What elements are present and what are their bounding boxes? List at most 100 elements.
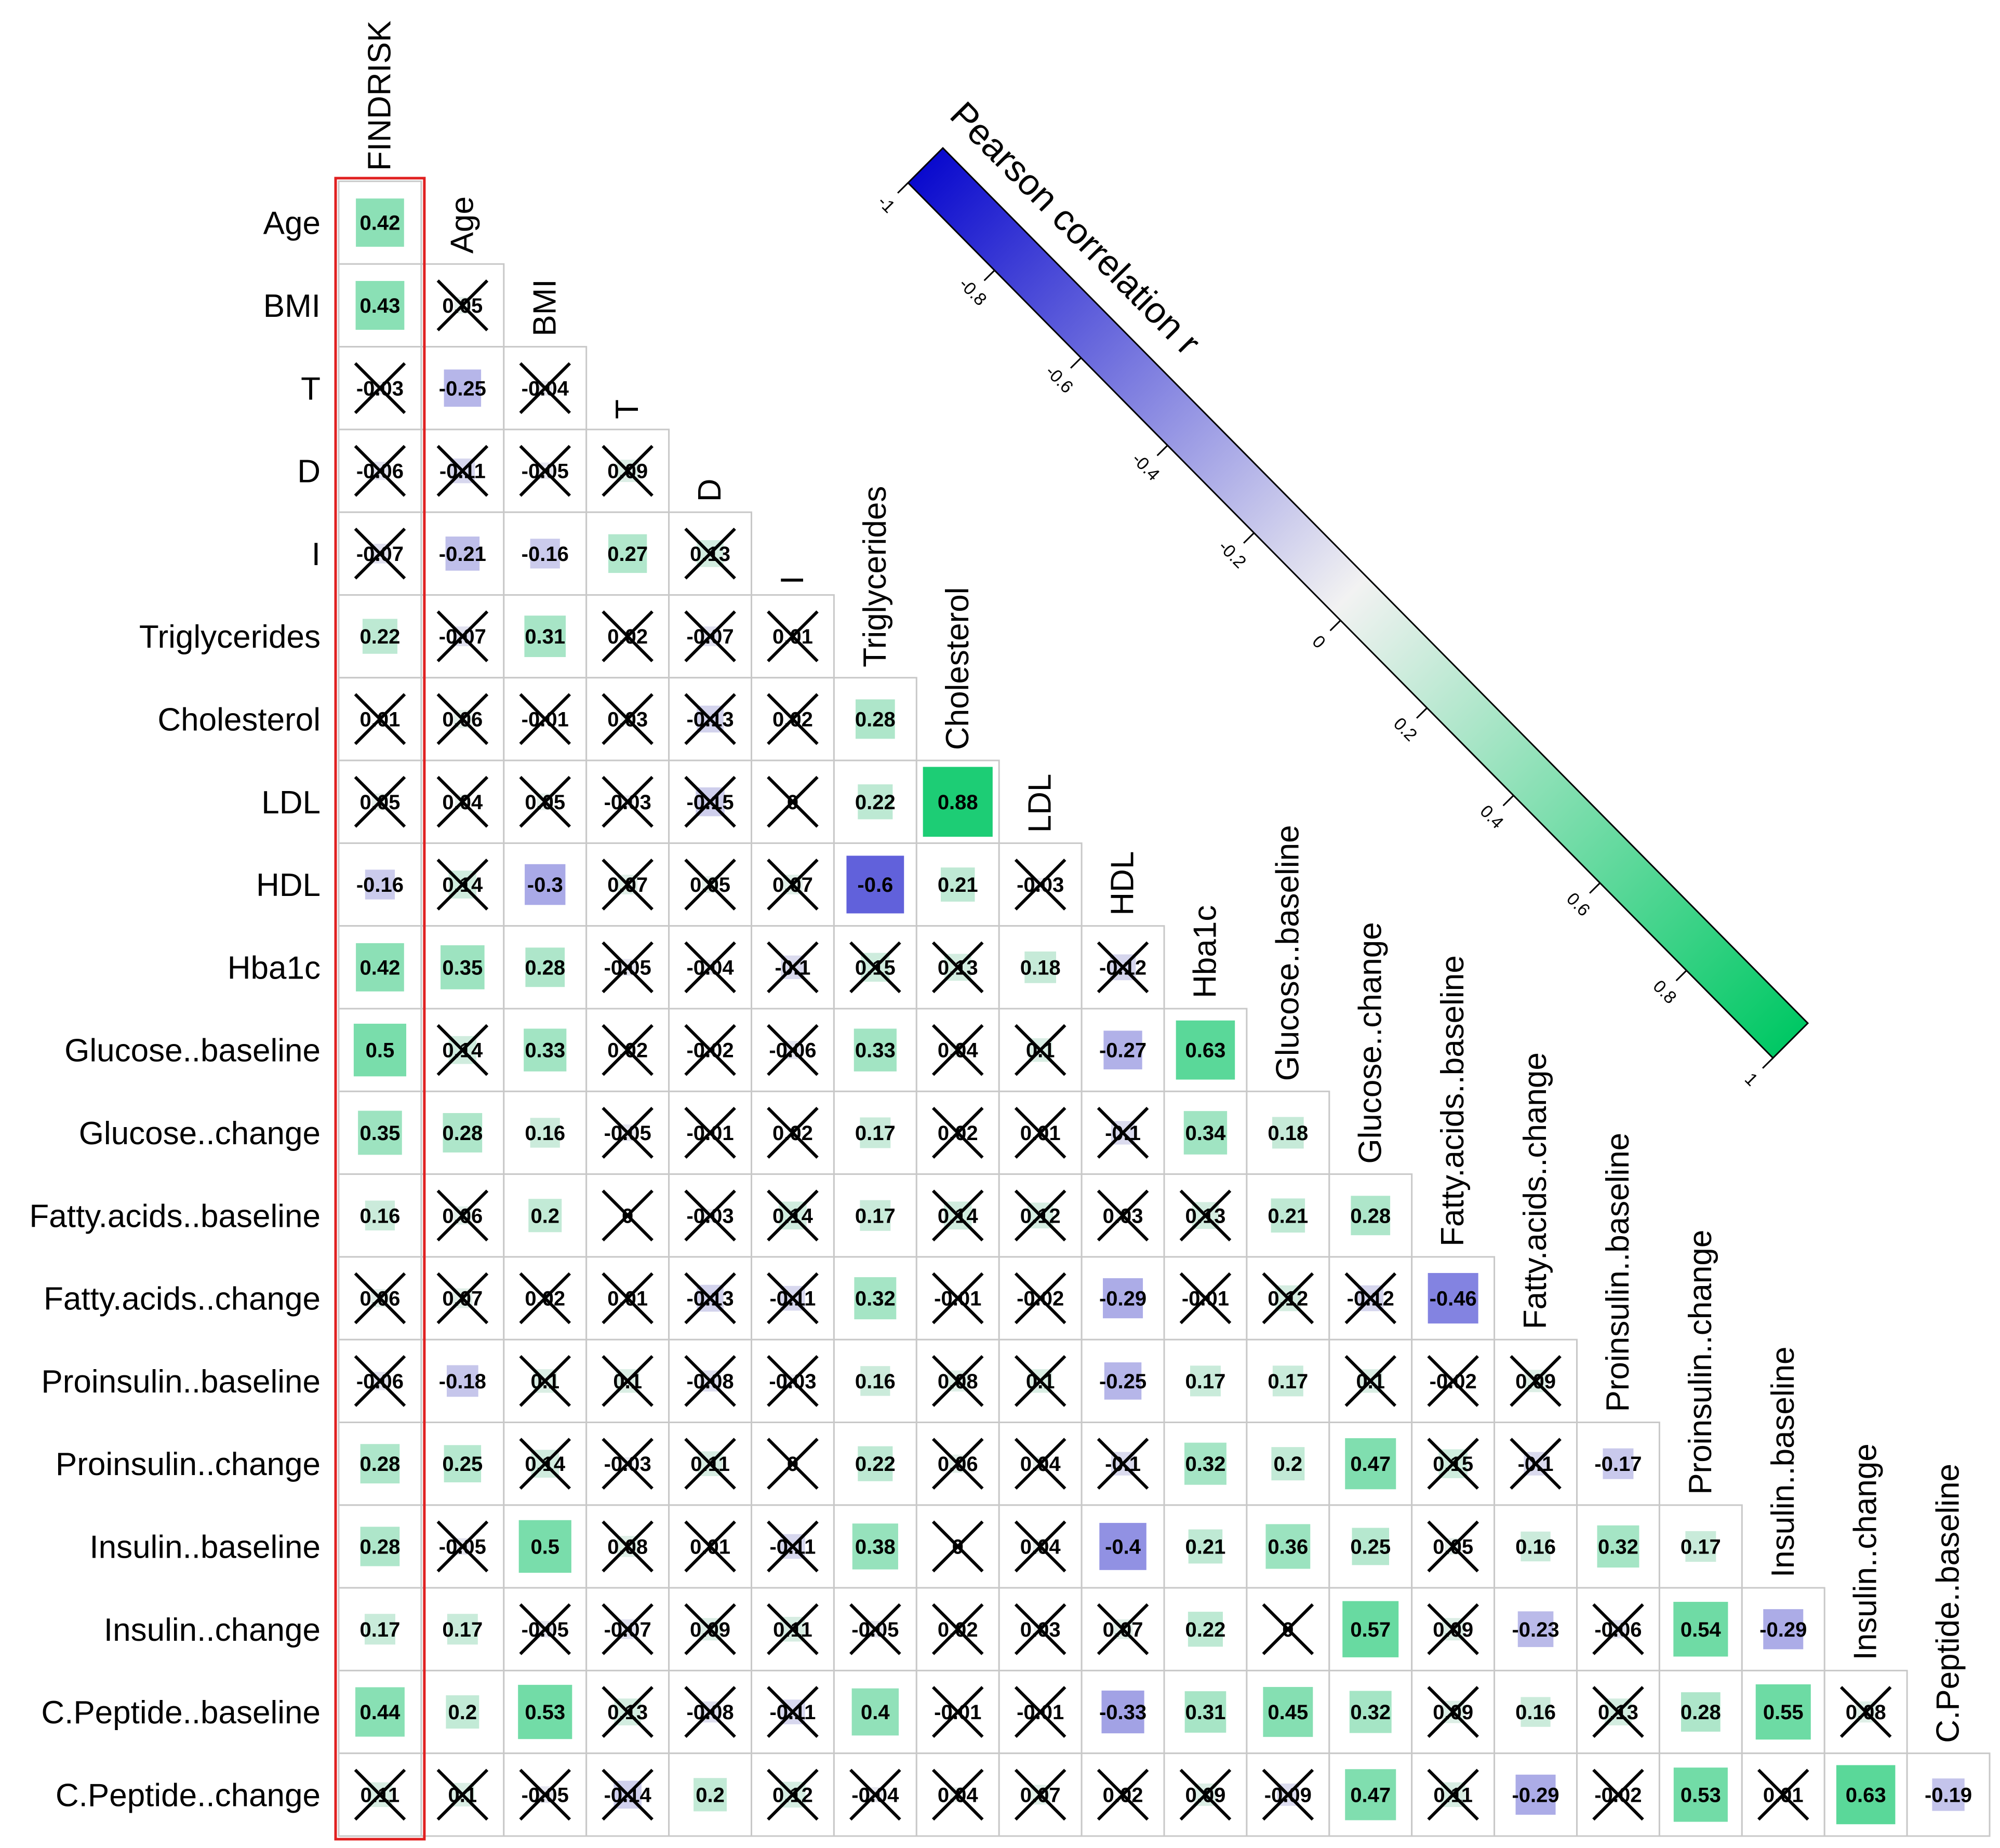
cross-mark <box>767 693 819 745</box>
cell-border <box>1576 1587 1660 1671</box>
cell-square <box>443 1113 483 1153</box>
col-label-triglycerides: Triglycerides <box>857 486 893 667</box>
cell-hdl-cholesterol: 0.21 <box>915 842 1000 927</box>
row-label-glucose-change: Glucose..change <box>79 1116 321 1151</box>
cell-c-peptide-baseline-bmi: 0.53 <box>503 1669 588 1755</box>
cell-triglycerides-age: -0.07 <box>420 594 505 679</box>
cell-proinsulin-baseline-glucose-change: 0.1 <box>1328 1338 1413 1423</box>
cell-border <box>833 759 917 844</box>
row-label-i: I <box>312 537 321 572</box>
cell-fatty-acids-baseline-age: 0.06 <box>420 1173 505 1258</box>
cross-mark <box>684 1520 736 1573</box>
cross-mark <box>931 1520 984 1573</box>
cell-value: 0.28 <box>855 708 896 731</box>
col-label-age: Age <box>444 196 480 253</box>
cell-value: 0.32 <box>1185 1453 1226 1476</box>
cell-hdl-findrisk: -0.16 <box>338 842 422 927</box>
cell-insulin-change-triglycerides: -0.05 <box>833 1587 917 1671</box>
cell-square <box>694 1778 727 1812</box>
cell-proinsulin-baseline-hdl: -0.25 <box>1081 1338 1165 1423</box>
colorbar-tick-label: 0 <box>1308 632 1329 652</box>
cell-fatty-acids-baseline-t: 0 <box>585 1173 670 1258</box>
cell-cholesterol-d: -0.13 <box>668 677 752 761</box>
cell-insulin-change-glucose-baseline: 0 <box>1246 1587 1330 1671</box>
cell-insulin-baseline-hba1c: 0.21 <box>1163 1504 1248 1589</box>
col-label-glucose-change: Glucose..change <box>1352 922 1388 1163</box>
cell-value: -0.3 <box>527 874 563 896</box>
colorbar-tick-label: 0.6 <box>1563 889 1594 920</box>
cell-proinsulin-change-cholesterol: 0.06 <box>915 1422 1000 1506</box>
cross-mark <box>1427 1355 1479 1407</box>
cell-value: 0.47 <box>1350 1453 1391 1476</box>
cell-square <box>854 1277 897 1320</box>
cell-c-peptide-change-hdl: 0.02 <box>1081 1752 1165 1837</box>
cross-mark <box>767 1355 819 1407</box>
cell-proinsulin-change-i: 0 <box>751 1422 835 1506</box>
cell-proinsulin-baseline-glucose-baseline: 0.17 <box>1246 1338 1330 1423</box>
cell-square <box>1103 1030 1142 1069</box>
cell-proinsulin-baseline-age: -0.18 <box>420 1338 505 1423</box>
cell-c-peptide-change-hba1c: 0.09 <box>1163 1752 1248 1837</box>
cell-proinsulin-baseline-t: 0.1 <box>585 1338 670 1423</box>
cell-square <box>858 784 893 820</box>
cell-value: 0.33 <box>855 1039 896 1062</box>
cell-c-peptide-baseline-i: -0.11 <box>751 1669 835 1755</box>
cross-mark <box>684 1686 736 1738</box>
cell-c-peptide-change-insulin-change: 0.63 <box>1823 1752 1908 1837</box>
cross-mark <box>767 610 819 663</box>
cross-mark <box>767 1520 819 1573</box>
cell-c-peptide-change-bmi: -0.05 <box>503 1752 588 1837</box>
cross-mark <box>519 362 571 414</box>
cell-proinsulin-change-t: -0.03 <box>585 1422 670 1506</box>
cross-mark <box>684 1189 736 1242</box>
cell-proinsulin-baseline-fatty-acids-baseline: -0.02 <box>1411 1338 1496 1423</box>
cross-mark <box>1097 1769 1149 1821</box>
cell-fatty-acids-change-d: -0.13 <box>668 1256 752 1341</box>
cell-c-peptide-baseline-triglycerides: 0.4 <box>833 1669 917 1755</box>
colorbar-tick <box>1070 357 1082 369</box>
cell-hba1c-hdl: -0.12 <box>1081 925 1165 1010</box>
cell-value: 0.2 <box>530 1204 559 1227</box>
cell-square <box>940 867 975 902</box>
cross-mark <box>602 610 654 663</box>
row-labels: AgeBMITDITriglyceridesCholesterolLDLHDLH… <box>29 206 321 1814</box>
cross-mark <box>767 941 819 994</box>
cell-c-peptide-change-t: -0.14 <box>585 1752 670 1837</box>
cell-insulin-change-bmi: -0.05 <box>503 1587 588 1671</box>
cell-c-peptide-change-fatty-acids-change: -0.29 <box>1494 1752 1578 1837</box>
cell-c-peptide-change-i: 0.12 <box>751 1752 835 1837</box>
colorbar-tick <box>897 182 909 194</box>
cell-glucose-change-findrisk: 0.35 <box>338 1090 422 1175</box>
cell-square <box>445 536 480 571</box>
cell-value: 0.42 <box>360 956 401 979</box>
cell-value: 0.38 <box>855 1535 896 1558</box>
cross-mark <box>767 1189 819 1242</box>
cross-mark <box>519 1355 571 1407</box>
cell-value: 0.42 <box>360 212 401 235</box>
cross-mark <box>1179 1272 1232 1324</box>
cell-t-findrisk: -0.03 <box>338 346 422 431</box>
cell-c-peptide-baseline-cholesterol: -0.01 <box>915 1669 1000 1755</box>
col-label-insulin-baseline: Insulin..baseline <box>1765 1346 1801 1577</box>
cell-value: 0.17 <box>1681 1535 1721 1558</box>
cell-square <box>1673 1767 1728 1822</box>
cell-insulin-change-t: -0.07 <box>585 1587 670 1671</box>
cell-value: 0.5 <box>366 1039 395 1062</box>
cross-mark <box>684 1355 736 1407</box>
col-label-t: T <box>609 399 645 419</box>
cell-insulin-change-insulin-baseline: -0.29 <box>1741 1587 1825 1671</box>
cell-square <box>1351 1196 1391 1236</box>
cell-square <box>1188 1612 1223 1647</box>
cell-square <box>858 1446 893 1481</box>
cross-mark <box>684 1272 736 1324</box>
cell-value: 0.22 <box>360 625 401 648</box>
cell-proinsulin-change-hba1c: 0.32 <box>1163 1422 1248 1506</box>
cell-value: 0.17 <box>855 1204 896 1227</box>
cell-bmi-findrisk: 0.43 <box>338 263 422 348</box>
cell-t-age: -0.25 <box>420 346 505 431</box>
cell-i-t: 0.27 <box>585 511 670 596</box>
cell-square <box>525 947 565 987</box>
cell-border <box>1576 1422 1660 1506</box>
cell-square <box>1101 1690 1144 1734</box>
cell-proinsulin-change-triglycerides: 0.22 <box>833 1422 917 1506</box>
